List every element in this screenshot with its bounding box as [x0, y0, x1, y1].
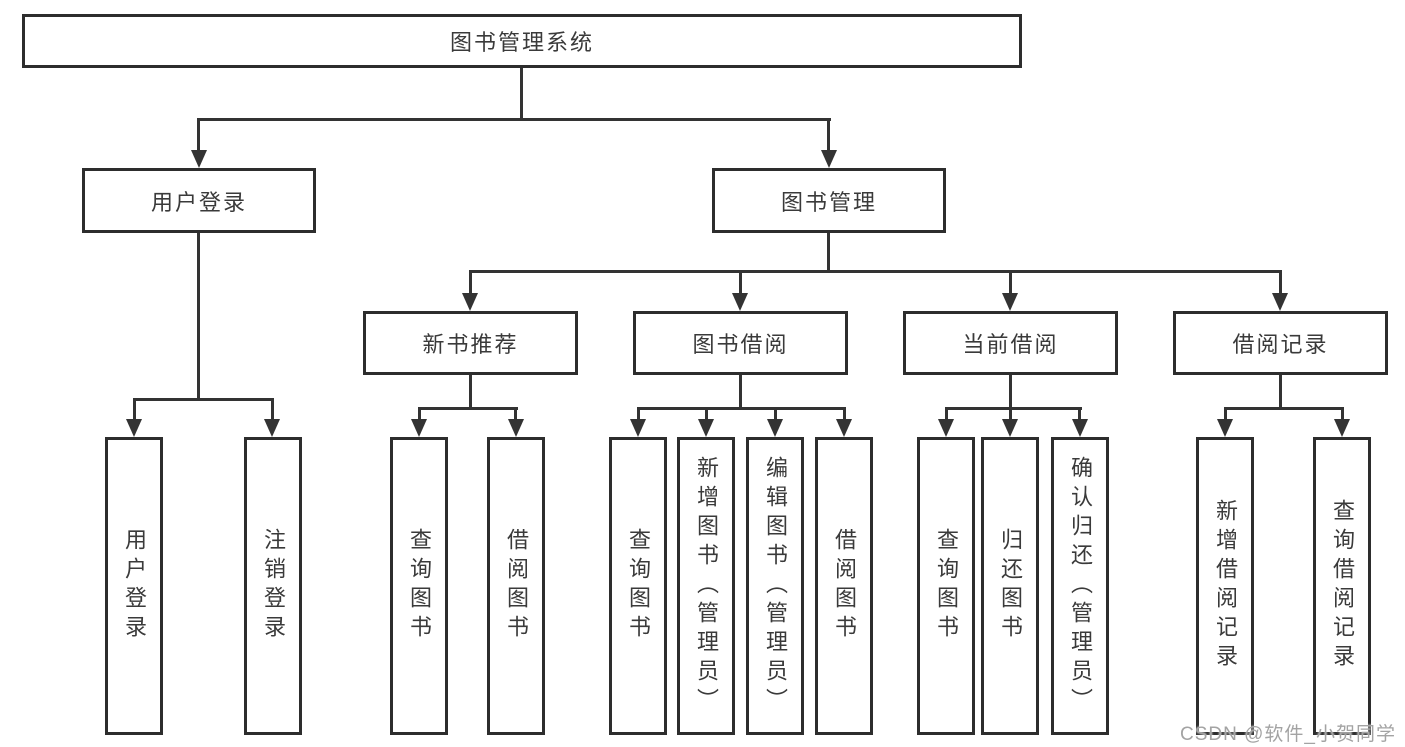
node-leaf-add-borrow-record: 新增借阅记录: [1196, 437, 1254, 735]
connector-drop-leaf: [774, 407, 777, 421]
connector-newbook-stem: [469, 375, 472, 409]
arrow-down-icon: [1002, 293, 1018, 311]
connector-mgmt-stem: [827, 233, 830, 273]
node-leaf-borrow-books: 借阅图书: [815, 437, 873, 735]
connector-drop-new-book: [469, 270, 472, 297]
connector-root-bar: [197, 118, 831, 121]
connector-borrow-bar: [637, 407, 846, 410]
connector-drop-leaf: [1078, 407, 1081, 421]
arrow-down-icon: [462, 293, 478, 311]
node-book-borrow: 图书借阅: [633, 311, 848, 375]
connector-newbook-bar: [418, 407, 518, 410]
connector-records-stem: [1279, 375, 1282, 409]
node-label: 图书管理系统: [449, 30, 594, 55]
connector-current-stem: [1009, 375, 1012, 409]
node-leaf-add-books-admin: 新增图书（管理员）: [677, 437, 735, 735]
node-label: 查询图书: [407, 528, 432, 644]
arrow-down-icon: [1334, 419, 1350, 437]
connector-drop-leaf: [843, 407, 846, 421]
arrow-down-icon: [698, 419, 714, 437]
arrow-down-icon: [1072, 419, 1088, 437]
connector-current-bar: [945, 407, 1082, 410]
node-label: 用户登录: [122, 528, 147, 644]
arrow-down-icon: [126, 419, 142, 437]
connector-records-bar: [1224, 407, 1344, 410]
node-borrow-records: 借阅记录: [1173, 311, 1388, 375]
arrow-down-icon: [1217, 419, 1233, 437]
connector-drop-leaf: [1224, 407, 1227, 421]
node-label: 用户登录: [150, 189, 247, 215]
node-leaf-edit-books-admin: 编辑图书（管理员）: [746, 437, 804, 735]
node-label: 借阅图书: [832, 528, 857, 644]
csdn-watermark: CSDN @软件_小贺同学: [1180, 724, 1396, 745]
node-label: 查询图书: [626, 528, 651, 644]
node-label: 编辑图书（管理员）: [763, 455, 788, 717]
arrow-down-icon: [1272, 293, 1288, 311]
arrow-down-icon: [264, 419, 280, 437]
connector-drop-leaf: [637, 407, 640, 421]
node-label: 查询借阅记录: [1330, 499, 1355, 673]
arrow-down-icon: [836, 419, 852, 437]
node-label: 当前借阅: [962, 332, 1059, 357]
connector-drop-logout-leaf: [271, 398, 274, 421]
arrow-down-icon: [411, 419, 427, 437]
node-label: 新书推荐: [422, 332, 519, 357]
node-label: 确认归还（管理员）: [1068, 455, 1093, 717]
node-label: 归还图书: [998, 528, 1023, 644]
node-leaf-query-books: 查询图书: [609, 437, 667, 735]
connector-drop-user-login: [197, 118, 200, 154]
connector-root-stem: [520, 68, 523, 118]
connector-login-stem: [197, 233, 200, 398]
node-label: 新增借阅记录: [1213, 499, 1238, 673]
connector-drop-leaf: [1009, 407, 1012, 421]
connector-login-bar: [133, 398, 274, 401]
node-leaf-query-books: 查询图书: [390, 437, 448, 735]
node-leaf-return-books: 归还图书: [981, 437, 1039, 735]
arrow-down-icon: [821, 150, 837, 168]
node-new-book-recommend: 新书推荐: [363, 311, 578, 375]
node-leaf-query-books: 查询图书: [917, 437, 975, 735]
node-leaf-confirm-return-admin: 确认归还（管理员）: [1051, 437, 1109, 735]
connector-drop-current-borrow: [1009, 270, 1012, 297]
arrow-down-icon: [191, 150, 207, 168]
connector-drop-book-mgmt: [827, 118, 830, 154]
arrow-down-icon: [938, 419, 954, 437]
connector-drop-leaf: [705, 407, 708, 421]
node-leaf-query-borrow-record: 查询借阅记录: [1313, 437, 1371, 735]
node-label: 新增图书（管理员）: [694, 455, 719, 717]
connector-drop-leaf: [418, 407, 421, 421]
connector-drop-leaf: [945, 407, 948, 421]
node-user-login: 用户登录: [82, 168, 316, 233]
node-label: 查询图书: [934, 528, 959, 644]
node-leaf-user-login: 用户登录: [105, 437, 163, 735]
connector-borrow-stem: [739, 375, 742, 409]
connector-drop-login-leaf: [133, 398, 136, 421]
arrow-down-icon: [1002, 419, 1018, 437]
connector-drop-book-borrow: [739, 270, 742, 297]
node-label: 图书管理: [780, 189, 877, 215]
arrow-down-icon: [630, 419, 646, 437]
connector-drop-leaf: [514, 407, 517, 421]
node-label: 借阅记录: [1232, 332, 1329, 357]
connector-drop-leaf: [1341, 407, 1344, 421]
connector-drop-borrow-records: [1279, 270, 1282, 297]
node-leaf-logout: 注销登录: [244, 437, 302, 735]
arrow-down-icon: [732, 293, 748, 311]
node-label: 注销登录: [261, 528, 286, 644]
arrow-down-icon: [767, 419, 783, 437]
connector-mgmt-bar: [469, 270, 1282, 273]
node-book-management: 图书管理: [712, 168, 946, 233]
arrow-down-icon: [508, 419, 524, 437]
node-library-system: 图书管理系统: [22, 14, 1022, 68]
node-current-borrow: 当前借阅: [903, 311, 1118, 375]
node-label: 借阅图书: [504, 528, 529, 644]
node-label: 图书借阅: [692, 332, 789, 357]
node-leaf-borrow-books: 借阅图书: [487, 437, 545, 735]
